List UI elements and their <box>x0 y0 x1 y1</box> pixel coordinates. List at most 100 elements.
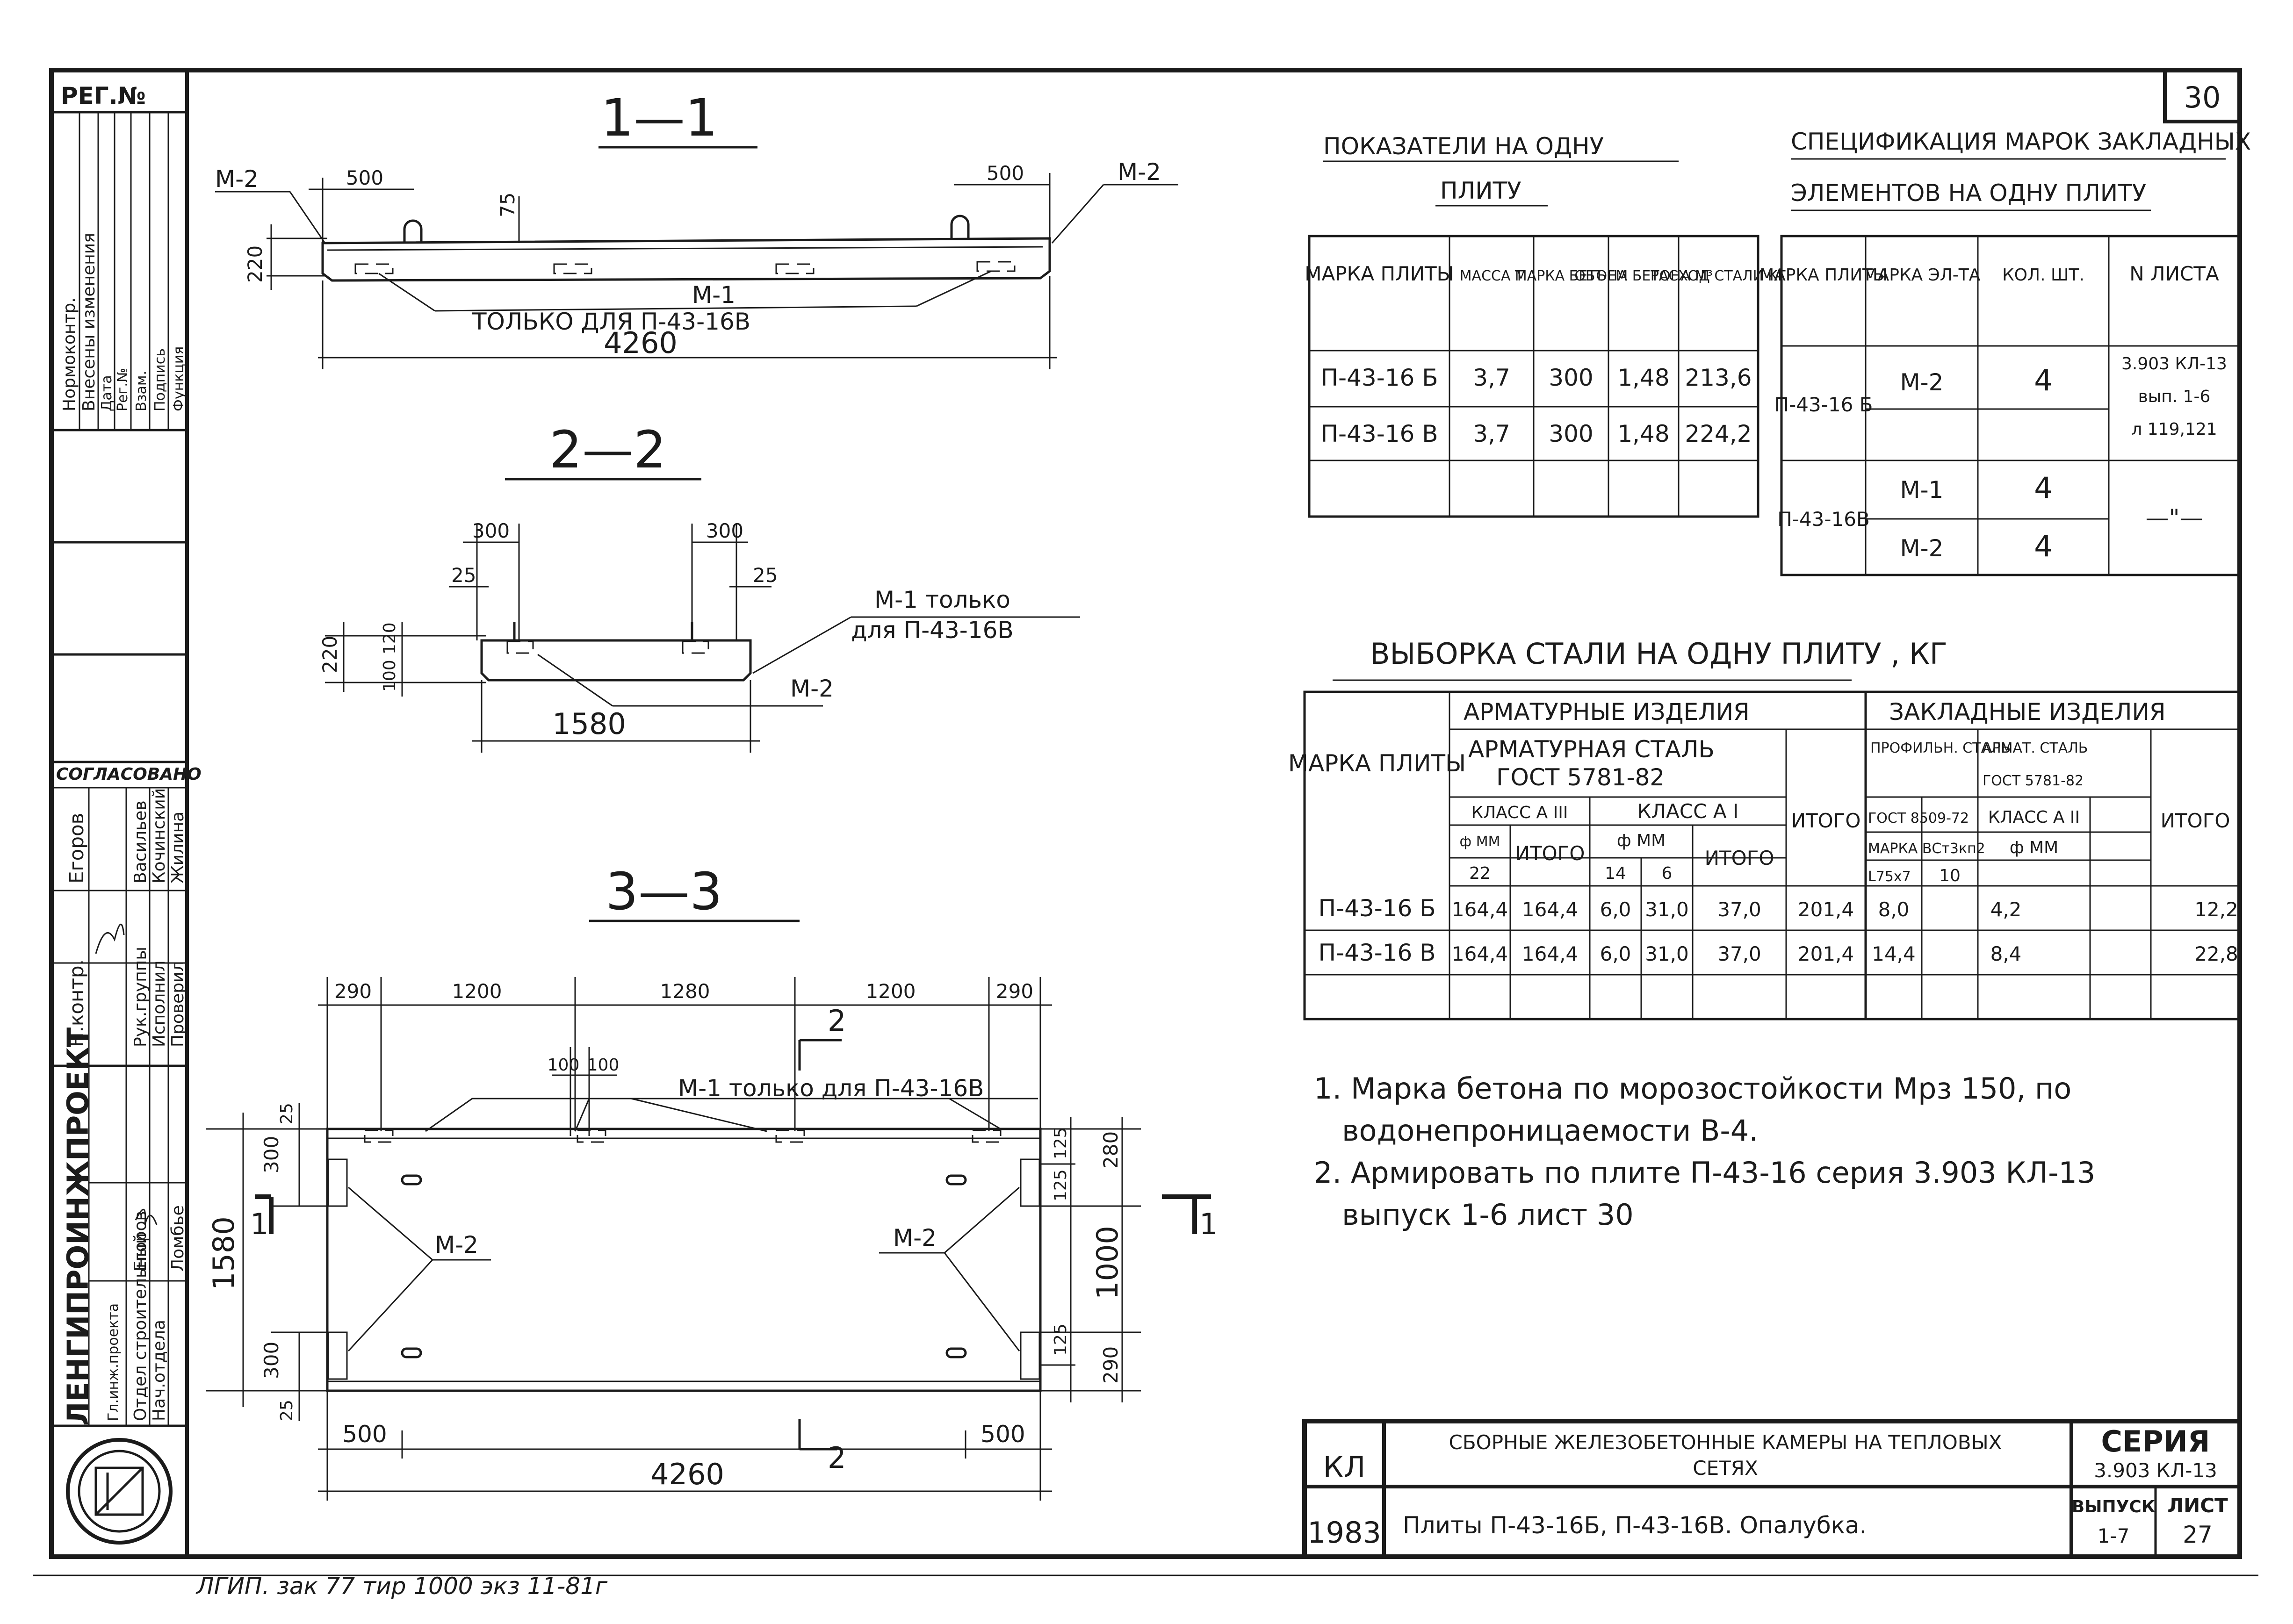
spec-row-1-qty-1: 4 <box>2034 529 2052 563</box>
steel-phi-a1: ф ММ <box>1617 831 1666 850</box>
steel-r1-c1: 164,4 <box>1452 942 1508 965</box>
steel-class-a3: КЛАСС А III <box>1471 803 1568 822</box>
ind-row-0-c0: П-43-16 Б <box>1320 364 1438 391</box>
spec-title-1: СПЕЦИФИКАЦИЯ МАРОК ЗАКЛАДНЫХ <box>1791 128 2251 155</box>
spec-header-3: N ЛИСТА <box>2129 262 2219 285</box>
indicators-title-2: ПЛИТУ <box>1440 177 1521 204</box>
section-3-3-title: 3—3 <box>606 862 722 921</box>
sec33-cut-1-right: 1 <box>1199 1207 1218 1241</box>
sec33-dim-500-left: 500 <box>342 1421 387 1448</box>
ind-row-1-c2: 300 <box>1549 420 1593 447</box>
ind-row-0-c1: 3,7 <box>1473 364 1510 391</box>
spec-row-0-sheet-2: л 119,121 <box>2131 420 2217 439</box>
tb-sheet-title: Плиты П-43-16Б, П-43-16В. Опалубка. <box>1403 1512 1867 1539</box>
sec33-dim-300-bot: 300 <box>260 1342 283 1379</box>
steel-r0-c7: 8,0 <box>1878 898 1910 921</box>
spec-row-1-qty-0: 4 <box>2034 471 2052 505</box>
agreed-name-3: Жилина <box>168 812 187 884</box>
spec-row-0-sheet-0: 3.903 КЛ-13 <box>2121 354 2227 374</box>
sec11-dim-4260: 4260 <box>604 326 678 360</box>
steel-r0-c3: 6,0 <box>1600 898 1631 921</box>
steel-r1-c7: 14,4 <box>1872 942 1916 965</box>
stamp-column: РЕГ.№ Нормоконтр. Внесены изменения Дата… <box>51 82 202 1545</box>
steel-class-a2: КЛАСС А II <box>1988 808 2080 827</box>
steel-r0-c0: П-43-16 Б <box>1318 895 1435 922</box>
steel-r0-c6: 201,4 <box>1798 898 1854 921</box>
sheet-number: 30 <box>2184 80 2221 115</box>
indicators-table: ПОКАЗАТЕЛИ НА ОДНУ ПЛИТУ МАРКА ПЛИТЫ МАС… <box>1305 133 1787 518</box>
sec22-dim-25-right: 25 <box>753 564 778 587</box>
spec-row-0-el: М-2 <box>1900 369 1944 396</box>
ind-row-0-c2: 300 <box>1549 364 1593 391</box>
ind-header-4: РАСХОД СТАЛИ КГ <box>1651 268 1787 284</box>
change-heading-3: Рег.№ <box>115 368 131 411</box>
sec22-dim-300-left: 300 <box>472 519 510 542</box>
steel-r0-c4: 31,0 <box>1645 898 1689 921</box>
ind-header-2: МАРКА БЕТОНА <box>1515 268 1628 284</box>
sec22-m1-note-1: М-1 только <box>874 586 1010 613</box>
steel-arm-gost: ГОСТ 5781-82 <box>1496 764 1665 791</box>
indicators-title-1: ПОКАЗАТЕЛИ НА ОДНУ <box>1323 133 1604 160</box>
steel-title: ВЫБОРКА СТАЛИ НА ОДНУ ПЛИТУ , КГ <box>1370 637 1947 671</box>
steel-class-a1: КЛАСС А I <box>1637 800 1739 823</box>
sec33-cut-mark-bottom: 2 <box>828 1441 846 1475</box>
steel-r1-c6: 201,4 <box>1798 942 1854 965</box>
steel-col-mark: МАРКА ПЛИТЫ <box>1288 750 1466 777</box>
tb-series: 3.903 КЛ-13 <box>2094 1459 2217 1482</box>
sec33-dim-top-4: 290 <box>996 980 1033 1003</box>
change-heading-6: Функция <box>171 346 187 411</box>
tb-issue-label: ВЫПУСК <box>2072 1497 2155 1516</box>
steel-d14: 14 <box>1605 864 1626 883</box>
change-heading-4: Взам. <box>133 371 150 411</box>
sec33-m2-left: М-2 <box>435 1231 478 1258</box>
sec22-dim-25-left: 25 <box>451 564 476 587</box>
tb-year: 1983 <box>1307 1516 1381 1550</box>
steel-d22: 22 <box>1469 864 1491 883</box>
sec33-right-dim-2: 125 <box>1051 1169 1070 1201</box>
steel-grade: МАРКА ВСт3кп2 <box>1868 841 1985 857</box>
sec33-dim-100a: 100 <box>548 1056 580 1075</box>
sec33-dim-1580: 1580 <box>207 1216 241 1290</box>
spec-header-0: МАРКА ПЛИТЫ <box>1759 266 1888 285</box>
sec33-m1-note: М-1 только для П-43-16В <box>678 1075 984 1102</box>
sec11-m1: М-1 <box>692 281 735 309</box>
steel-r1-c0: П-43-16 В <box>1318 939 1435 966</box>
steel-r0-c8: 4,2 <box>1990 898 2022 921</box>
tb-sheet: 27 <box>2183 1521 2213 1548</box>
section-2-2-title: 2—2 <box>549 420 666 480</box>
sec11-dim-500-right: 500 <box>987 162 1024 185</box>
spec-row-0-sheet-1: вып. 1-6 <box>2138 387 2211 406</box>
spec-row-0-plate: П-43-16 Б <box>1774 393 1873 416</box>
spec-table: СПЕЦИФИКАЦИЯ МАРОК ЗАКЛАДНЫХ ЭЛЕМЕНТОВ Н… <box>1759 128 2251 576</box>
steel-d6: 6 <box>1662 864 1673 883</box>
sec33-dim-top-2: 1280 <box>660 980 710 1003</box>
steel-r0-c9: 12,2 <box>2194 898 2238 921</box>
steel-total-arm: ИТОГО <box>1791 809 1861 832</box>
spec-header-1: МАРКА ЭЛ-ТА <box>1863 266 1981 285</box>
tb-code: КЛ <box>1323 1450 1366 1484</box>
sec11-dim-500-left: 500 <box>346 166 383 189</box>
ind-row-1-c0: П-43-16 В <box>1320 420 1438 447</box>
tb-desc-1: СБОРНЫЕ ЖЕЛЕЗОБЕТОННЫЕ КАМЕРЫ НА ТЕПЛОВЫ… <box>1449 1431 2002 1454</box>
sec33-dim-4260: 4260 <box>650 1457 724 1491</box>
steel-armat-steel: АРМАТ. СТАЛЬ <box>1983 740 2088 756</box>
sec22-dim-220: 220 <box>318 636 341 673</box>
role-0: Н.контр. <box>65 959 88 1047</box>
sec22-dim-1580: 1580 <box>552 707 626 741</box>
ind-row-0-c3: 1,48 <box>1617 364 1669 391</box>
steel-r0-c2: 164,4 <box>1522 898 1578 921</box>
note-line-2: 2. Армировать по плите П-43-16 серия 3.9… <box>1314 1156 2095 1190</box>
steel-total-emb: ИТОГО <box>2161 809 2230 832</box>
sec22-dim-300-right: 300 <box>706 519 743 542</box>
steel-arm-steel: АРМАТУРНАЯ СТАЛЬ <box>1468 736 1715 763</box>
stamp-name-0: Егоров <box>131 1211 150 1272</box>
sec33-m2-right: М-2 <box>893 1224 937 1251</box>
dept-1: Отдел строительный <box>131 1233 150 1421</box>
change-heading-5: Подпись <box>152 348 168 411</box>
tb-series-label: СЕРИЯ <box>2101 1424 2210 1459</box>
sec33-cut-1-left: 1 <box>250 1207 268 1241</box>
change-heading-1: Внесены изменения <box>79 233 99 411</box>
sheet-number-box: 30 <box>2163 68 2242 123</box>
spec-row-1-el-0: М-1 <box>1900 476 1944 503</box>
